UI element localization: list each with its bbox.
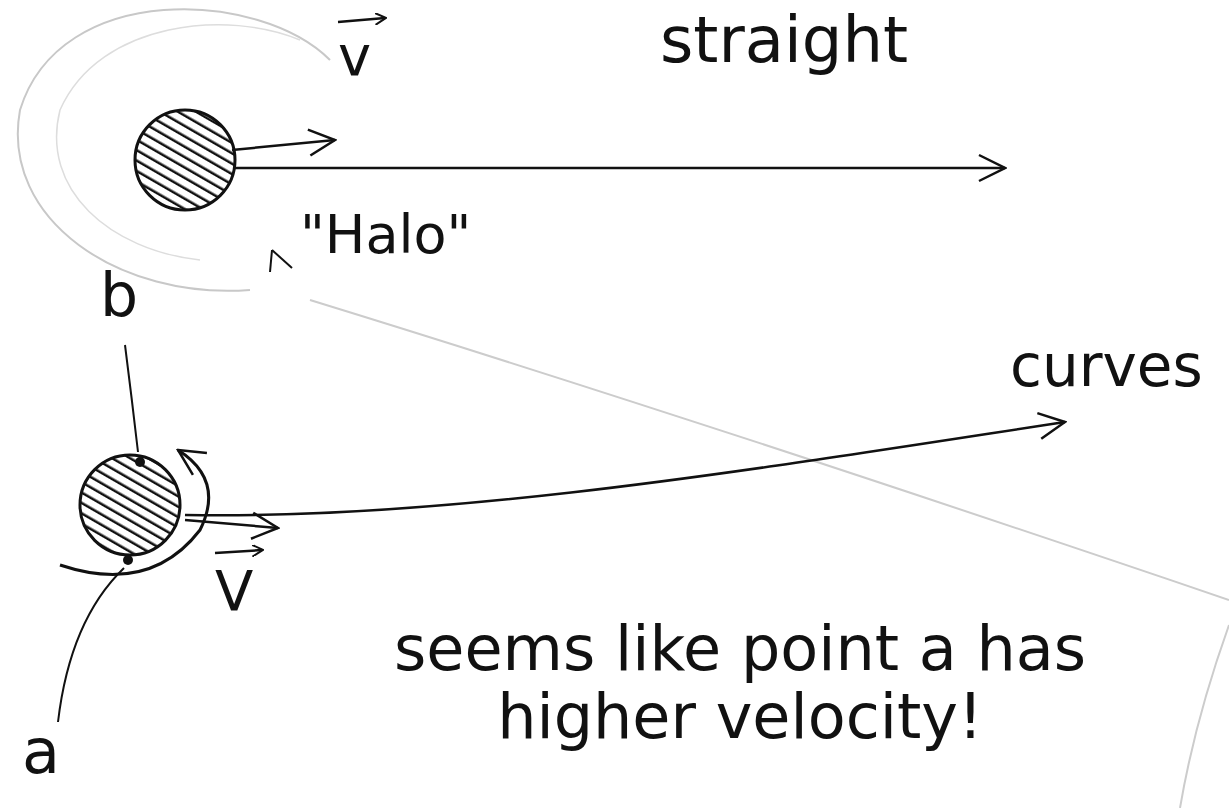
note-text: seems like point a has higher velocity! (320, 615, 1160, 751)
leader-line (125, 345, 138, 452)
leader-mark (272, 250, 292, 268)
velocity-vector (185, 520, 278, 528)
spin-arrow (60, 450, 209, 574)
velocity-vector (232, 140, 335, 150)
point-label: a (22, 718, 60, 786)
point-a (123, 555, 133, 565)
path-label: straight (660, 5, 908, 75)
ball (80, 455, 180, 555)
point-b (135, 457, 145, 467)
faint-stroke (1180, 625, 1229, 808)
leader-mark (270, 250, 272, 272)
leader-line (58, 568, 124, 722)
point-label: b (100, 262, 138, 328)
halo-label: "Halo" (300, 205, 471, 264)
vector-label: v (338, 25, 371, 87)
vector-sign (215, 550, 262, 553)
vector-sign (338, 18, 385, 22)
curved-path (185, 422, 1065, 515)
ball (135, 110, 235, 210)
straight-path (235, 167, 1005, 170)
vector-label: V (215, 560, 253, 622)
halo-outline (57, 25, 300, 260)
halo-outline (18, 9, 330, 291)
faint-stroke (310, 300, 1229, 600)
path-label: curves (1010, 335, 1203, 399)
